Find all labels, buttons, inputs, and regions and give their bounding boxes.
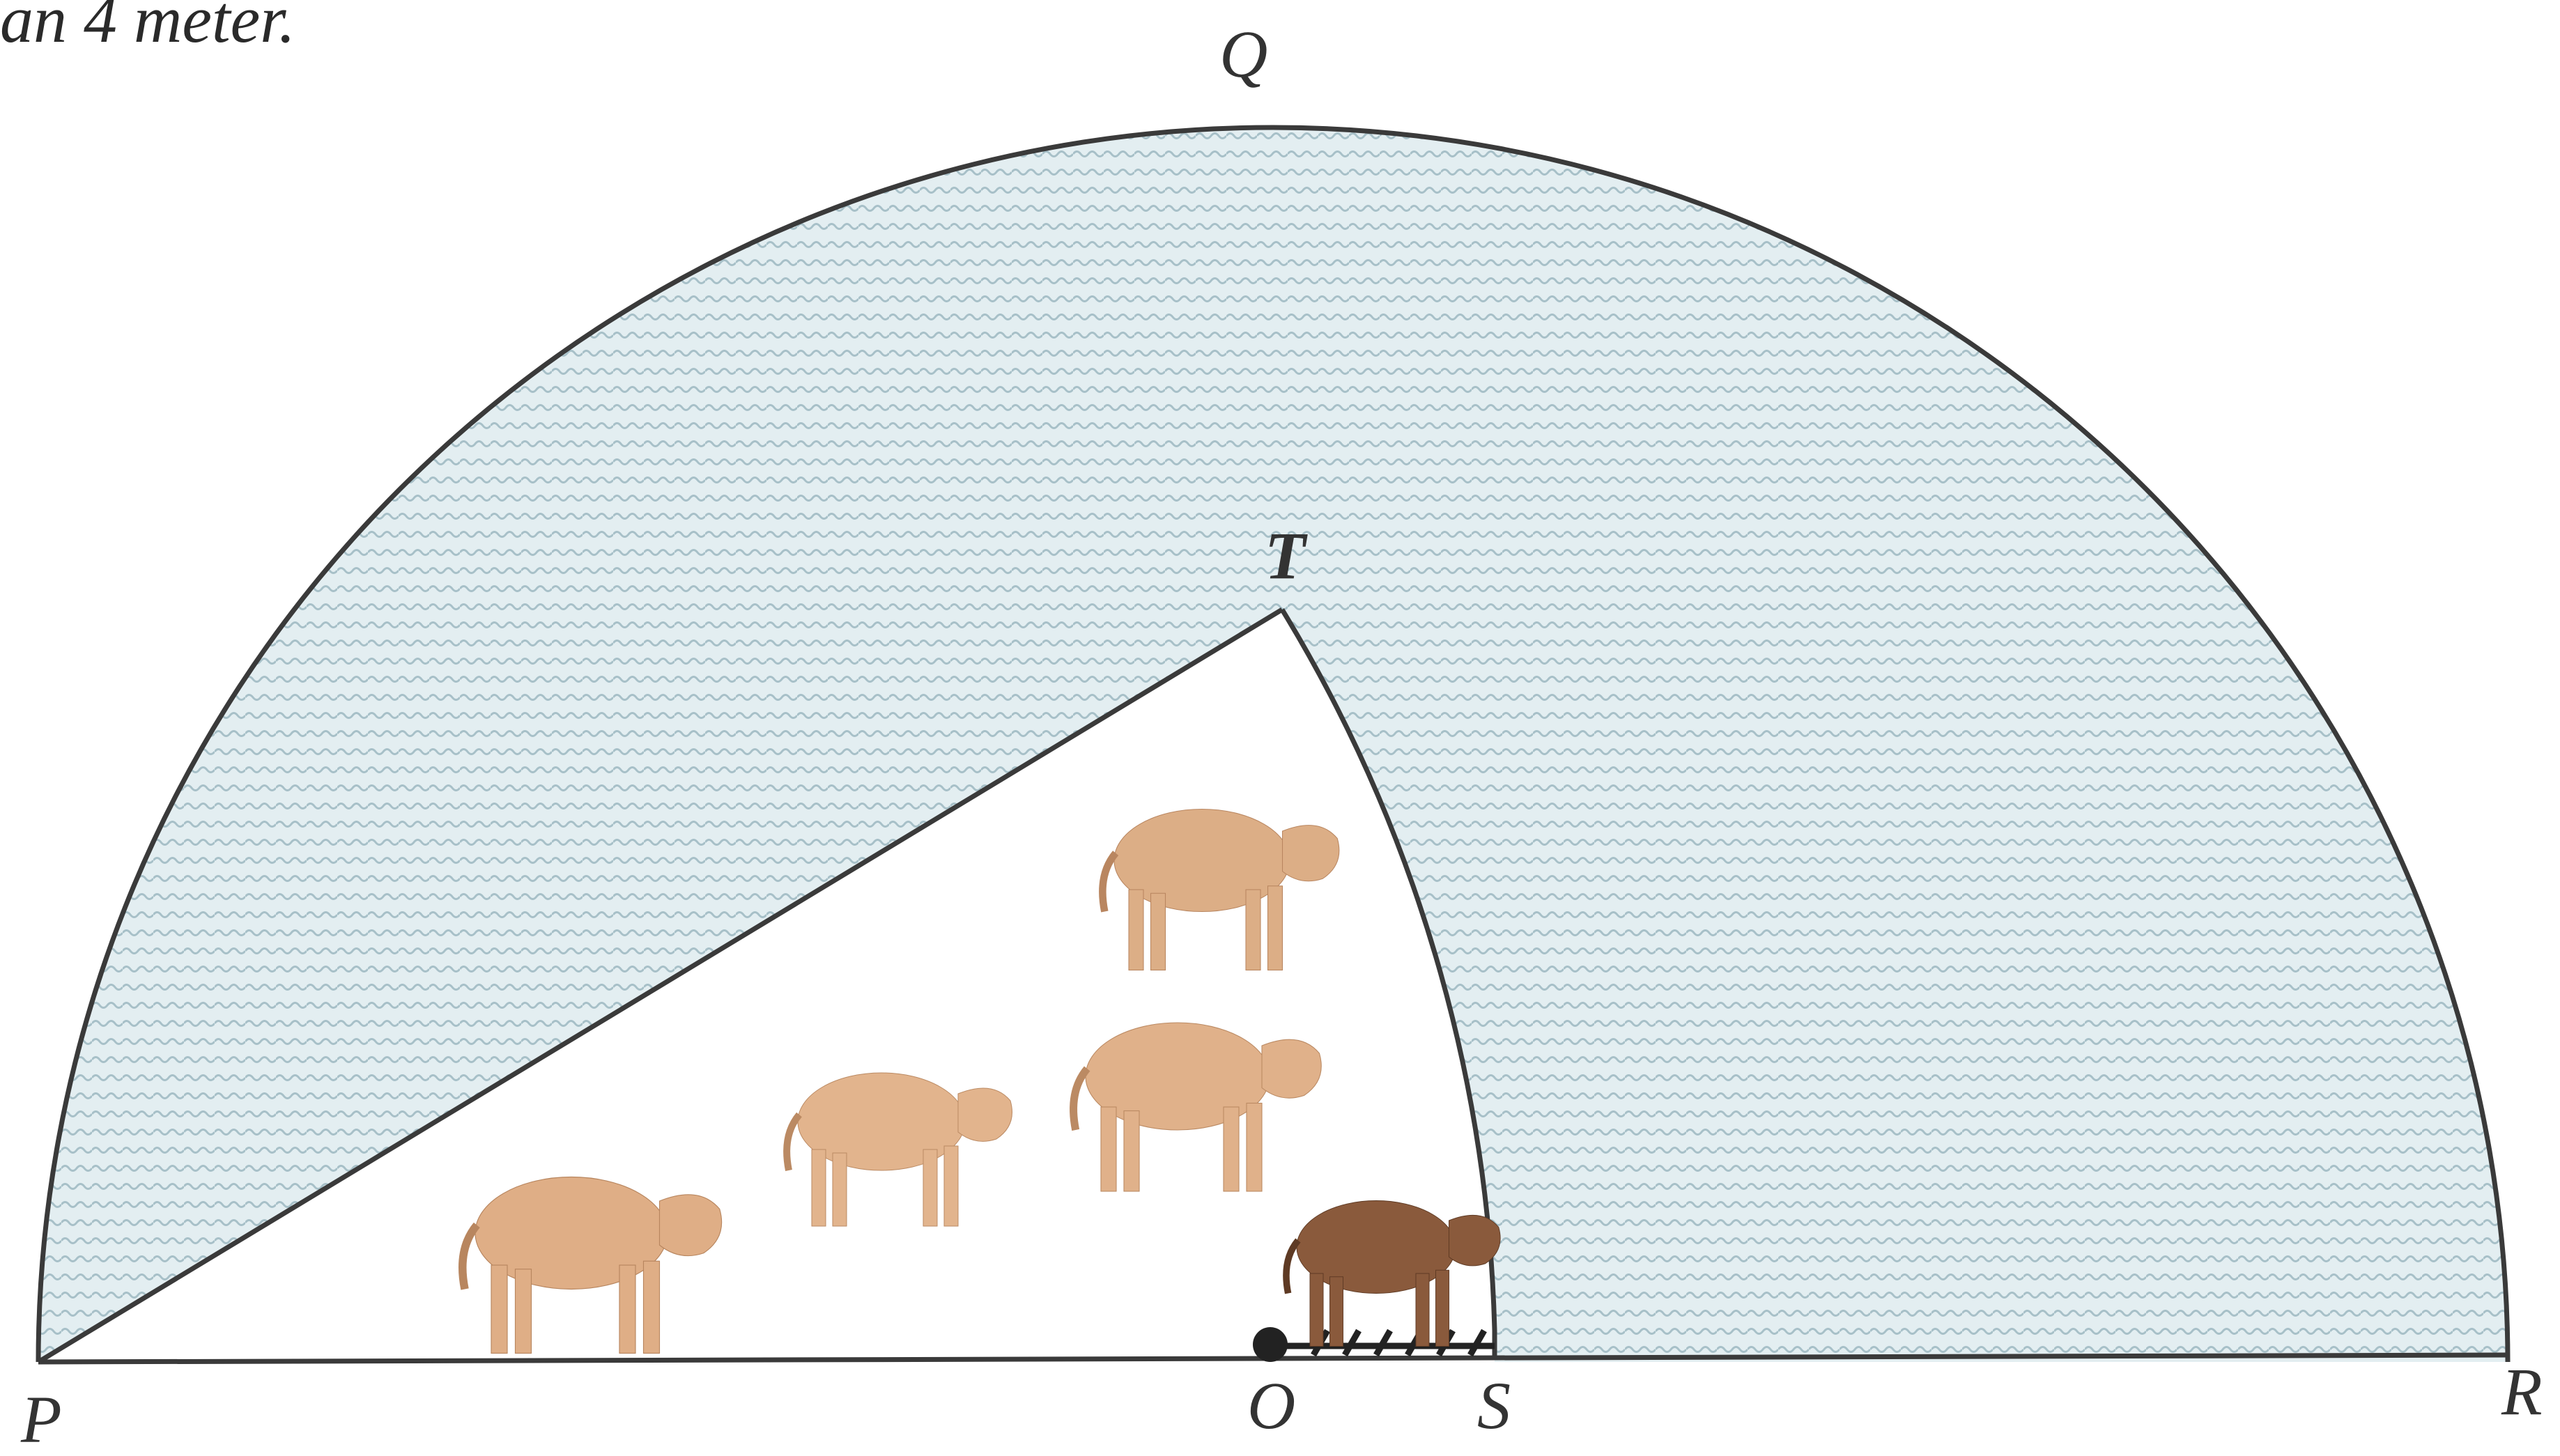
radius-PT [37,607,1283,1364]
semicircle-arc-PQR [36,125,2511,1363]
label-T: T [1265,518,1308,593]
center-point-O [1253,1327,1288,1362]
label-S: S [1477,1368,1511,1443]
label-Q: Q [1219,17,1267,91]
label-P: P [20,1382,62,1453]
label-R: R [2501,1354,2543,1429]
caption-fragment: an 4 meter. [0,0,295,56]
label-O: O [1247,1368,1295,1443]
